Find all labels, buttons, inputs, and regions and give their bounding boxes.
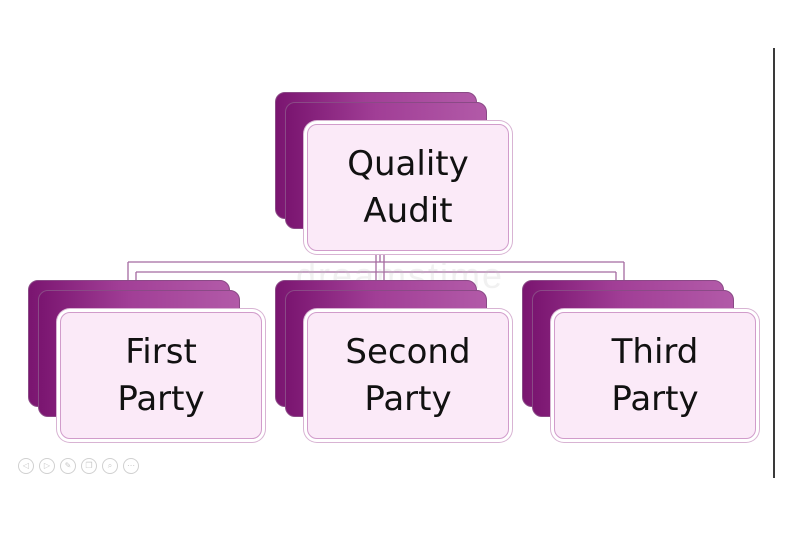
- node-third-party[interactable]: Third Party: [522, 280, 757, 440]
- more-icon[interactable]: ⋯: [123, 458, 139, 474]
- node-second-party[interactable]: Second Party: [275, 280, 510, 440]
- arrow-left-icon[interactable]: ◁: [18, 458, 34, 474]
- node-card-second: Second Party: [307, 312, 509, 439]
- node-label-line1: Third: [611, 331, 699, 372]
- slide-toolbar: ◁ ▷ ✎ ❐ ⌕ ⋯: [18, 458, 139, 474]
- connector-drop-right: [615, 262, 625, 282]
- pen-icon[interactable]: ✎: [60, 458, 76, 474]
- node-card-root: Quality Audit: [307, 124, 509, 251]
- node-label-line2: Audit: [363, 190, 453, 231]
- node-label-line1: Second: [345, 331, 471, 372]
- node-first-party[interactable]: First Party: [28, 280, 263, 440]
- node-card-first: First Party: [60, 312, 262, 439]
- node-root[interactable]: Quality Audit: [275, 92, 510, 252]
- node-label-line2: Party: [117, 378, 205, 419]
- arrow-right-icon[interactable]: ▷: [39, 458, 55, 474]
- node-card-third: Third Party: [554, 312, 756, 439]
- right-divider-line: [773, 48, 775, 478]
- copy-icon[interactable]: ❐: [81, 458, 97, 474]
- connector-drop-left: [127, 262, 137, 282]
- zoom-icon[interactable]: ⌕: [102, 458, 118, 474]
- node-label-line1: First: [125, 331, 197, 372]
- connector-drop-center: [375, 252, 385, 282]
- node-label-line2: Party: [364, 378, 452, 419]
- node-label-line2: Party: [611, 378, 699, 419]
- node-label-line1: Quality: [347, 143, 469, 184]
